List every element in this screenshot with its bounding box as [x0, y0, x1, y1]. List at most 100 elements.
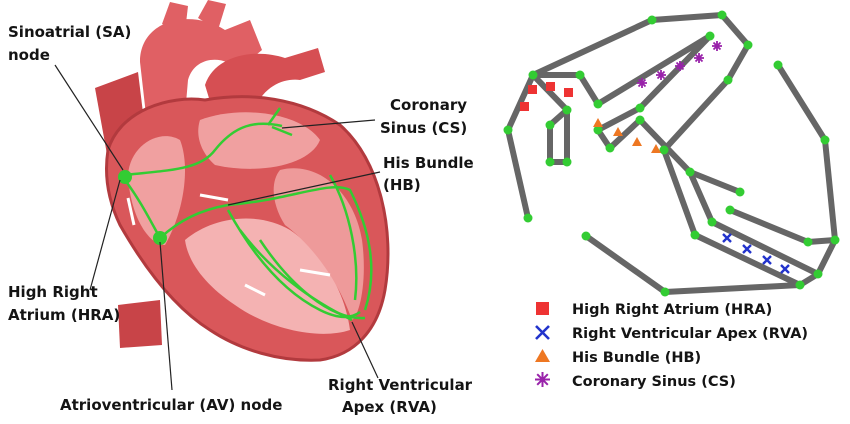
cs-marker	[694, 53, 704, 63]
inferior-vena-cava	[118, 300, 162, 348]
graph-node	[593, 99, 603, 109]
hra-marker	[546, 82, 555, 91]
graph-edge	[662, 282, 803, 295]
graph-node	[593, 125, 603, 135]
heart-outline	[105, 95, 390, 362]
hb-marker	[632, 137, 642, 146]
graph-edge	[815, 237, 838, 277]
graph-node	[545, 120, 555, 130]
graph-node	[803, 237, 813, 247]
graph-node	[528, 70, 538, 80]
rva-markers	[722, 233, 790, 274]
graph-node	[545, 157, 555, 167]
graph-node	[773, 60, 783, 70]
graph-edge	[607, 117, 643, 151]
graph-edge	[805, 237, 838, 245]
graph-node	[735, 187, 745, 197]
graph-node	[660, 287, 670, 297]
sa-node	[118, 170, 132, 184]
cs-branch-1	[266, 107, 282, 126]
flow-arrow-4	[299, 268, 331, 277]
graph-node	[685, 167, 695, 177]
hb-marker	[651, 144, 661, 153]
graph-edge	[775, 62, 828, 143]
left-bundle-branch	[227, 186, 373, 311]
flow-arrow-3	[199, 193, 229, 202]
graph-edge	[637, 33, 713, 111]
legend-label-rva: Right Ventricular Apex (RVA)	[572, 326, 808, 342]
graph-node	[635, 103, 645, 113]
legend-cross-icon	[535, 325, 550, 340]
graph-edge	[649, 12, 725, 23]
label-hb-line2: (HB)	[383, 176, 421, 194]
leader-sa	[54, 64, 124, 171]
graph-node	[581, 231, 591, 241]
legend-triangle-icon	[535, 349, 550, 362]
hra-marker	[520, 102, 529, 111]
cs-marker	[712, 41, 722, 51]
graph-edge	[577, 72, 601, 107]
graph-edge	[583, 233, 668, 295]
graph-edge	[661, 77, 731, 153]
heart-illustration	[95, 0, 390, 362]
legend-label-hb: His Bundle (HB)	[572, 350, 701, 366]
legend-label-hra: High Right Atrium (HRA)	[572, 302, 772, 318]
label-hra-line1: High Right	[8, 283, 98, 301]
leader-hb	[227, 171, 381, 206]
graph-edge	[692, 232, 803, 288]
label-av: Atrioventricular (AV) node	[60, 396, 282, 414]
graph-node	[813, 269, 823, 279]
hb-markers	[593, 118, 661, 153]
graph-node	[830, 235, 840, 245]
leader-cs	[281, 119, 376, 129]
graph-node	[523, 213, 533, 223]
graph-node	[820, 135, 830, 145]
graph-edge	[687, 169, 743, 195]
graph-edge	[727, 207, 811, 245]
graph-edges	[505, 12, 838, 295]
graph-node	[723, 75, 733, 85]
rva-marker	[762, 255, 772, 265]
graph-nodes	[503, 10, 840, 297]
flow-arrow-5	[244, 283, 266, 297]
label-leader-lines	[54, 64, 381, 391]
cs-markers	[637, 41, 722, 88]
graph-node	[562, 157, 572, 167]
purkinje-fibers-3	[328, 174, 358, 301]
graph-edge	[661, 147, 698, 238]
graph-node	[743, 40, 753, 50]
cs-marker	[675, 61, 685, 71]
graph-edge	[822, 137, 838, 243]
graph-node	[605, 143, 615, 153]
hra-marker	[564, 88, 573, 97]
flow-arrow-1	[126, 197, 136, 226]
graph-node	[503, 125, 513, 135]
graph-edge	[595, 105, 643, 133]
left-atrium-chamber	[198, 112, 320, 169]
graph-edge	[530, 72, 570, 113]
graph-edge	[687, 169, 715, 225]
graph-edge	[505, 127, 531, 221]
graph-edge	[530, 17, 655, 78]
av-to-hb-pathway	[159, 203, 229, 239]
graph-node	[575, 70, 585, 80]
graph-node	[562, 105, 572, 115]
label-sa-line1: Sinoatrial (SA)	[8, 23, 131, 41]
graph-node	[635, 115, 645, 125]
legend-square-icon	[536, 302, 549, 315]
cs-marker	[656, 70, 666, 80]
graph-node	[725, 205, 735, 215]
cs-branch-2	[271, 125, 293, 137]
sa-to-cs-pathway	[124, 122, 283, 177]
graph-node	[707, 217, 717, 227]
label-rva-line2: Apex (RVA)	[342, 398, 437, 416]
leader-av	[159, 241, 173, 391]
graph-node	[647, 15, 657, 25]
graph-node	[705, 31, 715, 41]
legend: High Right Atrium (HRA) Right Ventricula…	[535, 302, 808, 390]
rva-marker	[780, 264, 790, 274]
label-cs-line1: Coronary	[390, 96, 467, 114]
label-rva-line1: Right Ventricular	[328, 376, 473, 394]
label-sa-line2: node	[8, 46, 50, 64]
